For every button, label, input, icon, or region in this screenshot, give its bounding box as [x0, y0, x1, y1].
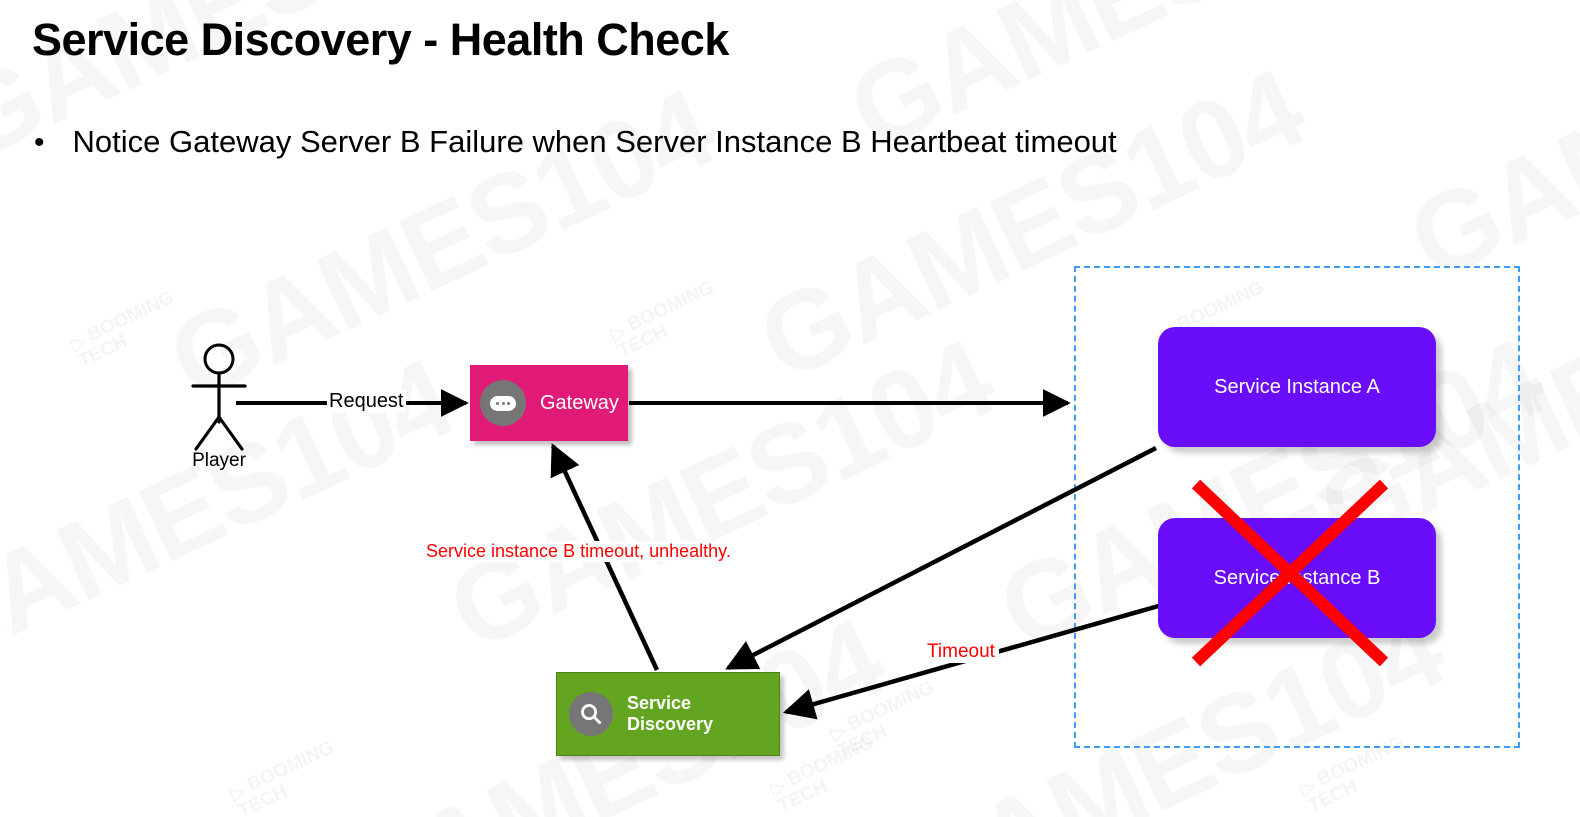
bullet-marker-icon: • [34, 126, 45, 159]
booming-mark-icon: ▷ [607, 320, 629, 345]
watermark-games104: GAMES104 [150, 63, 732, 426]
booming-mark-icon: ▷ [767, 775, 789, 800]
node-gateway[interactable]: Gateway [470, 365, 628, 441]
watermark-booming-tech: ▷BOOMING TECH [67, 287, 186, 372]
booming-mark-icon: ▷ [227, 780, 249, 805]
node-service-instance-a-label: Service Instance A [1214, 375, 1380, 398]
bullet-item: • Notice Gateway Server B Failure when S… [34, 124, 1117, 160]
node-service-instance-b-label: Service Instance B [1213, 566, 1381, 589]
stick-figure-icon [191, 343, 247, 451]
node-service-discovery-label: Service Discovery [627, 693, 714, 734]
gateway-dots-icon [480, 380, 526, 426]
node-gateway-label: Gateway [540, 391, 619, 414]
booming-mark-icon: ▷ [1297, 775, 1319, 800]
bullet-label: Notice Gateway Server B Failure when Ser… [72, 124, 1117, 159]
booming-mark-icon: ▷ [827, 720, 849, 745]
watermark-booming-tech: ▷BOOMING TECH [227, 737, 346, 817]
page-title: Service Discovery - Health Check [32, 14, 729, 65]
watermark-booming-tech: ▷BOOMING TECH [607, 277, 726, 362]
watermark-booming-tech: ▷BOOMING TECH [827, 677, 946, 762]
edge-label-unhealthy: Service instance B timeout, unhealthy. [423, 541, 734, 562]
watermark-games104: GAMES104 [0, 333, 472, 696]
node-service-discovery[interactable]: Service Discovery [556, 672, 780, 756]
actor-label-player: Player [192, 450, 246, 471]
watermark-games104: GAMES104 [1390, 0, 1580, 306]
node-service-instance-a[interactable]: Service Instance A [1158, 327, 1436, 447]
node-service-instance-b[interactable]: Service Instance B [1158, 518, 1436, 638]
edge-label-request: Request [327, 390, 406, 413]
watermark-booming-tech: ▷BOOMING TECH [767, 732, 886, 817]
magnifier-icon [569, 692, 613, 736]
edge-label-timeout: Timeout [923, 641, 999, 663]
booming-mark-icon: ▷ [67, 330, 89, 355]
